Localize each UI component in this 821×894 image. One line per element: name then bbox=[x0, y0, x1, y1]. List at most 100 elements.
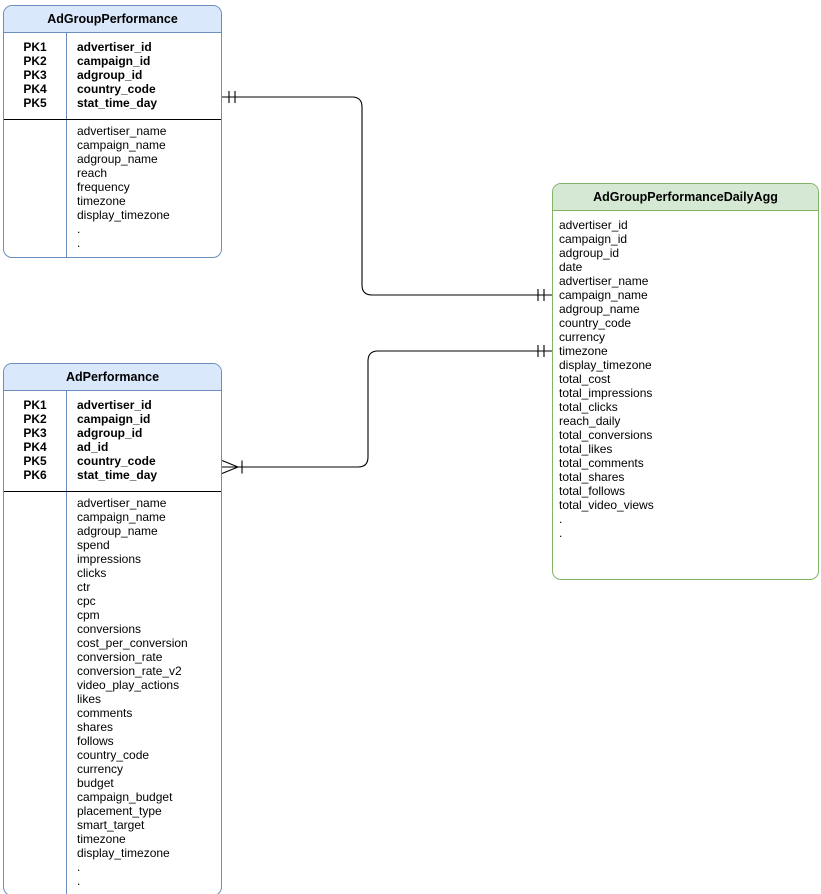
attribute-field: timezone bbox=[77, 832, 126, 846]
attribute-field: campaign_name bbox=[559, 288, 648, 302]
key-field: stat_time_day bbox=[77, 96, 158, 110]
attribute-field: . bbox=[77, 222, 81, 236]
pk-labels-column-empty bbox=[4, 120, 67, 257]
attribute-field: . bbox=[77, 236, 81, 250]
cardinality-many-crowfoot-marker bbox=[221, 459, 243, 475]
attribute-field: total_follows bbox=[559, 484, 626, 498]
attribute-field: ctr bbox=[77, 580, 91, 594]
attribute-field: country_code bbox=[77, 748, 150, 762]
pk-label: PK4 bbox=[23, 440, 47, 454]
attribute-field: reach bbox=[77, 166, 108, 180]
attribute-field: currency bbox=[77, 762, 124, 776]
pk-label: PK1 bbox=[23, 40, 47, 54]
attribute-field: reach_daily bbox=[559, 414, 621, 428]
attribute-field: cost_per_conversion bbox=[77, 636, 188, 650]
attribute-field: advertiser_id bbox=[559, 218, 628, 232]
pk-label: PK4 bbox=[23, 82, 47, 96]
key-field: country_code bbox=[77, 454, 156, 468]
key-field: stat_time_day bbox=[77, 468, 158, 482]
entity-adgroupperformancedailyagg: AdGroupPerformanceDailyAgg advertiser_id… bbox=[552, 183, 819, 580]
attribute-field: . bbox=[559, 526, 563, 540]
attribute-field: smart_target bbox=[77, 818, 145, 832]
key-field: country_code bbox=[77, 82, 156, 96]
pk-label: PK6 bbox=[23, 468, 47, 482]
attribute-field: conversion_rate_v2 bbox=[77, 664, 182, 678]
pk-labels-column-empty bbox=[4, 492, 67, 894]
attribute-field: campaign_budget bbox=[77, 790, 173, 804]
attribute-field: clicks bbox=[77, 566, 107, 580]
attribute-field: display_timezone bbox=[559, 358, 652, 372]
attribute-field: campaign_name bbox=[77, 510, 166, 524]
attribute-field: total_conversions bbox=[559, 428, 653, 442]
entity-title: AdGroupPerformance bbox=[4, 6, 221, 33]
attribute-field: total_likes bbox=[559, 442, 613, 456]
attribute-field: budget bbox=[77, 776, 114, 790]
attribute-field: adgroup_id bbox=[559, 246, 620, 260]
attribute-field: . bbox=[559, 512, 563, 526]
attribute-field: shares bbox=[77, 720, 114, 734]
attribute-field: conversion_rate bbox=[77, 650, 163, 664]
attribute-field: total_cost bbox=[559, 372, 611, 386]
attribute-field: timezone bbox=[559, 344, 608, 358]
attribute-field: country_code bbox=[559, 316, 632, 330]
attribute-field: campaign_name bbox=[77, 138, 166, 152]
attribute-field: follows bbox=[77, 734, 114, 748]
pk-label: PK3 bbox=[23, 68, 47, 82]
pk-label: PK1 bbox=[23, 398, 47, 412]
key-field: campaign_id bbox=[77, 412, 151, 426]
pk-label: PK5 bbox=[23, 96, 47, 110]
attribute-field: display_timezone bbox=[77, 208, 170, 222]
attribute-field: adgroup_name bbox=[77, 524, 158, 538]
pk-label: PK2 bbox=[23, 54, 47, 68]
attribute-field: comments bbox=[77, 706, 133, 720]
attribute-field: cpc bbox=[77, 594, 96, 608]
attribute-field: total_video_views bbox=[559, 498, 654, 512]
attribute-field: adgroup_name bbox=[77, 152, 158, 166]
attribute-field: conversions bbox=[77, 622, 142, 636]
key-field: campaign_id bbox=[77, 54, 151, 68]
key-field: ad_id bbox=[77, 440, 109, 454]
attribute-field: . bbox=[77, 874, 81, 888]
attribute-field: advertiser_name bbox=[77, 496, 167, 510]
attribute-field: adgroup_name bbox=[559, 302, 640, 316]
attribute-field: total_impressions bbox=[559, 386, 653, 400]
attribute-field: total_comments bbox=[559, 456, 644, 470]
connector-line bbox=[222, 350, 552, 468]
key-field: advertiser_id bbox=[77, 398, 152, 412]
attribute-field: date bbox=[559, 260, 583, 274]
attribute-field: impressions bbox=[77, 552, 142, 566]
attribute-field: total_shares bbox=[559, 470, 625, 484]
attribute-field: advertiser_name bbox=[559, 274, 649, 288]
attribute-field: spend bbox=[77, 538, 110, 552]
cardinality-one-marker bbox=[228, 91, 236, 103]
pk-label: PK3 bbox=[23, 426, 47, 440]
attribute-field: likes bbox=[77, 692, 102, 706]
entity-title: AdGroupPerformanceDailyAgg bbox=[553, 184, 818, 211]
attribute-field: timezone bbox=[77, 194, 126, 208]
key-field: advertiser_id bbox=[77, 40, 152, 54]
key-field: adgroup_id bbox=[77, 68, 143, 82]
attribute-field: video_play_actions bbox=[77, 678, 180, 692]
connector-adperformance-dailyagg bbox=[221, 345, 552, 475]
pk-label: PK2 bbox=[23, 412, 47, 426]
pk-label: PK5 bbox=[23, 454, 47, 468]
attribute-field: campaign_id bbox=[559, 232, 628, 246]
